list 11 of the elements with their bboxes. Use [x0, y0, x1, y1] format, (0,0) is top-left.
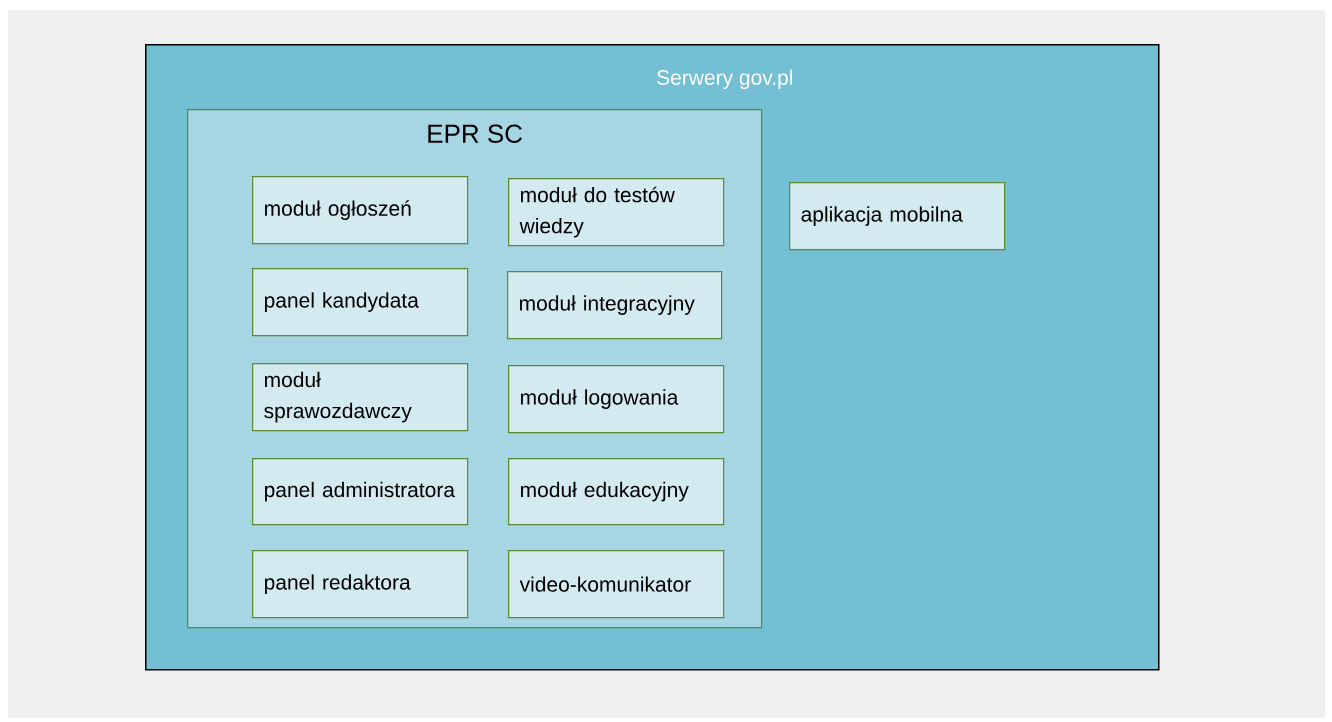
module-box: panel kandydata — [252, 268, 469, 337]
module-box: aplikacja mobilna — [789, 182, 1006, 251]
module-box: moduł sprawozdawczy — [252, 363, 469, 432]
module-box: panel administratora — [252, 458, 469, 526]
module-box: panel redaktora — [252, 550, 469, 619]
module-box: video-komunikator — [508, 550, 725, 619]
module-box: moduł ogłoszeń — [252, 176, 469, 245]
module-box: moduł do testów wiedzy — [508, 178, 725, 247]
module-box: moduł logowania — [508, 365, 725, 434]
module-box: moduł edukacyjny — [508, 458, 725, 526]
module-box: moduł integracyjny — [507, 271, 723, 340]
